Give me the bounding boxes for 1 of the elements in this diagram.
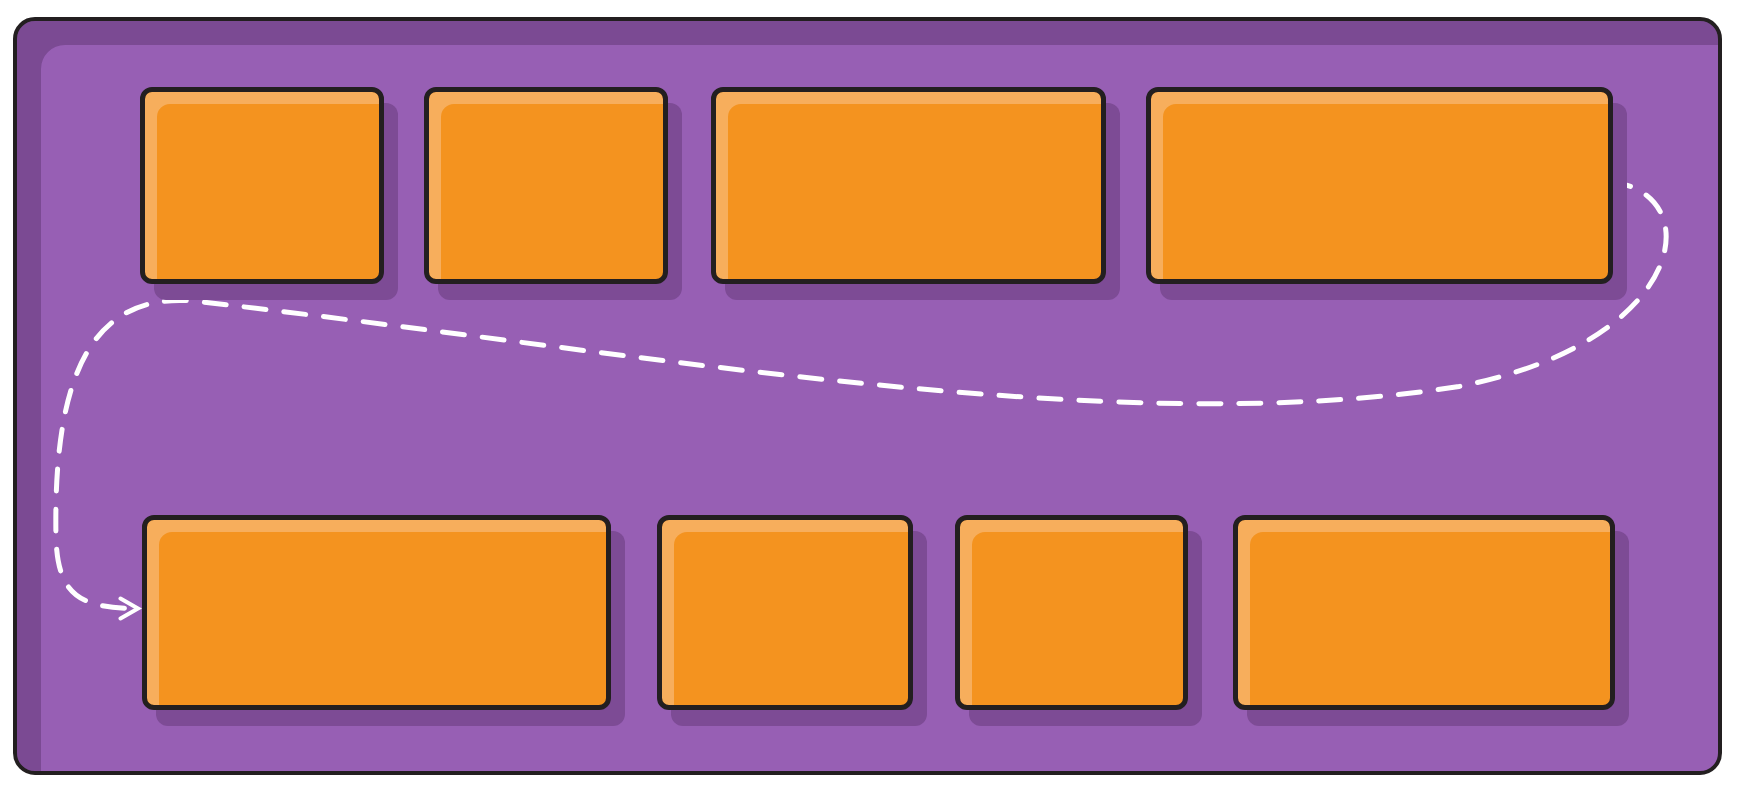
flex-container — [13, 17, 1722, 775]
